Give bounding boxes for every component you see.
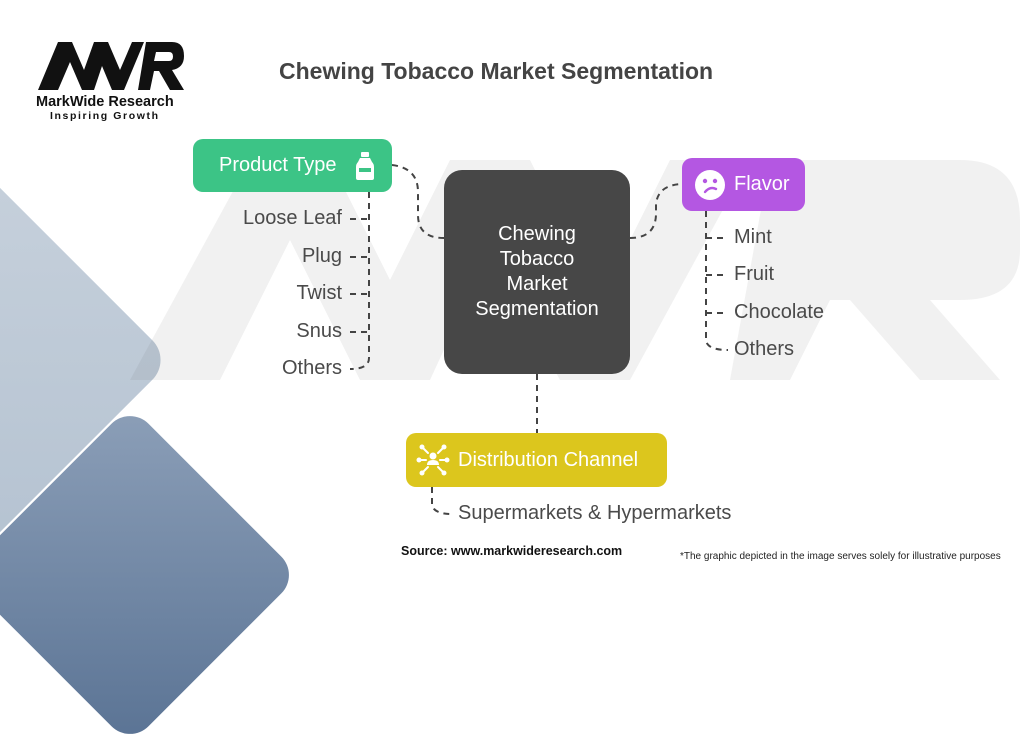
product-type-item: Plug xyxy=(301,245,342,267)
product-type-item: Loose Leaf xyxy=(243,207,342,229)
confused-face-icon xyxy=(695,169,725,200)
product-type-item: Twist xyxy=(296,282,342,304)
network-people-icon xyxy=(416,444,450,476)
segment-flavor-label: Flavor xyxy=(734,173,790,195)
center-line: Chewing xyxy=(498,223,576,245)
disclaimer-note: *The graphic depicted in the image serve… xyxy=(680,551,1001,562)
center-node: Chewing Tobacco Market Segmentation xyxy=(444,170,630,374)
logo-company-name: MarkWide Research xyxy=(36,94,174,110)
flavor-item: Chocolate xyxy=(734,301,825,323)
center-node-label: Chewing Tobacco Market Segmentation xyxy=(457,222,617,322)
bottle-icon xyxy=(356,152,374,180)
distribution-channel-item: Supermarkets & Hypermarkets xyxy=(458,502,732,524)
segment-distribution-channel-label: Distribution Channel xyxy=(458,448,639,471)
connector-distribution-branch xyxy=(431,487,453,515)
page-title: Chewing Tobacco Market Segmentation xyxy=(279,58,714,84)
flavor-item: Others xyxy=(734,338,795,360)
flavor-item: Mint xyxy=(734,226,772,248)
mwr-logo-mark-icon xyxy=(38,42,184,90)
center-line: Market xyxy=(506,273,568,295)
segment-flavor: Flavor xyxy=(682,158,805,211)
segment-distribution-channel: Distribution Channel xyxy=(406,433,667,487)
product-type-item: Snus xyxy=(296,320,342,342)
company-logo: MarkWide Research Inspiring Growth xyxy=(36,40,196,122)
segment-product-type-label: Product Type xyxy=(219,154,337,176)
source-credit: Source: www.markwideresearch.com xyxy=(401,544,623,558)
center-line: Tobacco xyxy=(499,248,575,270)
center-line: Segmentation xyxy=(475,298,599,320)
logo-tagline: Inspiring Growth xyxy=(50,110,160,122)
flavor-item: Fruit xyxy=(734,263,774,285)
product-type-item: Others xyxy=(281,357,342,379)
segment-product-type: Product Type xyxy=(193,139,392,192)
